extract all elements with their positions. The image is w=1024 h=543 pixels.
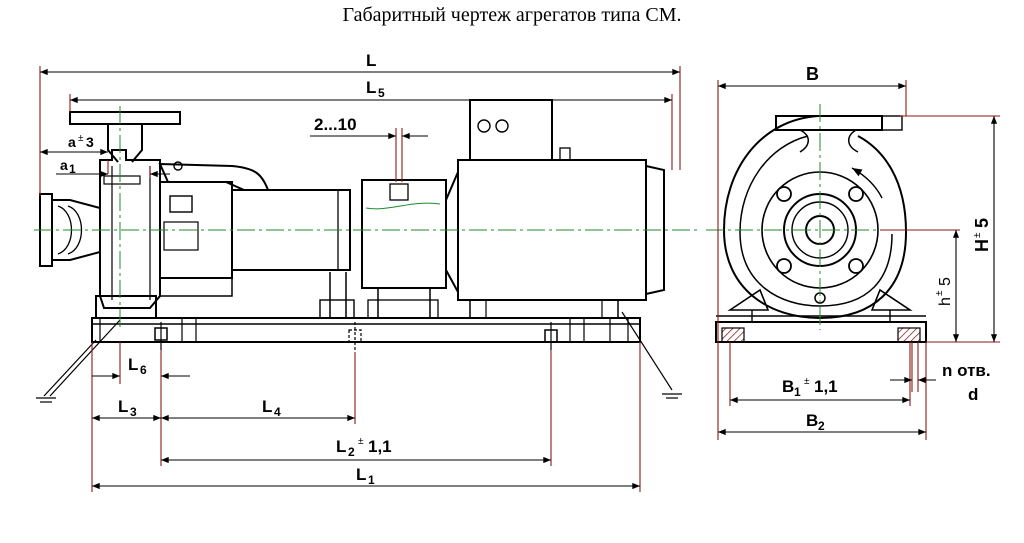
dim-L4: L xyxy=(262,397,272,416)
side-view-axes xyxy=(34,106,700,330)
drawing-title: Габаритный чертеж агрегатов типа СМ. xyxy=(342,4,682,26)
base-frame xyxy=(91,317,641,343)
dim-L4-sub: 4 xyxy=(274,405,281,419)
anchor-bolt-right xyxy=(544,322,558,350)
dim-H-pm: ± xyxy=(972,232,983,238)
dim-L6: L xyxy=(128,355,138,374)
dim-L3: L xyxy=(118,397,128,416)
dim-B1-sub: 1 xyxy=(794,385,801,399)
dimension-lines xyxy=(39,66,1000,492)
front-view-axes xyxy=(706,104,940,330)
electric-motor xyxy=(445,99,665,319)
dim-L: L xyxy=(366,51,376,70)
dim-B1-pm: ± xyxy=(804,376,810,387)
dim-L1: L xyxy=(356,465,366,484)
pump-discharge-nozzle xyxy=(69,111,181,163)
dim-B1: B xyxy=(782,377,794,396)
dim-a-val: 3 xyxy=(86,134,94,150)
anchor-bolt-left xyxy=(154,322,168,350)
dim-L3-sub: 3 xyxy=(130,405,137,419)
pump-volute-body xyxy=(95,149,161,319)
anchor-bolt-mid xyxy=(348,322,362,352)
dim-a1: a xyxy=(60,157,68,173)
ground-symbol-right xyxy=(621,311,682,399)
dimension-labels: L L 5 2...10 a ± 3 a 1 L 6 L 3 L 4 L 2 ±… xyxy=(60,51,992,487)
dim-n-holes: n отв. xyxy=(942,361,991,380)
dim-L2-pm: ± xyxy=(358,436,364,447)
dim-h-group: h ± 5 xyxy=(934,277,954,306)
dim-L5: L xyxy=(366,78,376,97)
dim-d: d xyxy=(968,385,978,404)
pump-shaft-housing xyxy=(231,189,355,319)
dim-B2: B xyxy=(806,411,818,430)
front-view xyxy=(715,115,927,343)
dim-L1-sub: 1 xyxy=(368,473,375,487)
dim-L5-sub: 5 xyxy=(378,86,385,100)
dim-H-group: H ± 5 xyxy=(972,218,992,252)
dim-H-val: 5 xyxy=(972,218,992,228)
dim-H: H xyxy=(972,239,992,252)
dim-gap: 2...10 xyxy=(314,115,357,134)
pump-bearing-bracket xyxy=(158,161,270,297)
dim-L2-sub: 2 xyxy=(348,445,355,459)
dim-h-val: 5 xyxy=(937,277,954,286)
dim-a: a xyxy=(68,134,76,150)
dim-L2-val: 1,1 xyxy=(368,437,392,456)
dim-L2: L xyxy=(336,437,346,456)
dim-a1-sub: 1 xyxy=(69,162,76,176)
dim-L6-sub: 6 xyxy=(140,363,147,377)
dim-a-pm: ± xyxy=(78,133,84,144)
ground-symbol-left xyxy=(36,319,121,403)
dim-B2-sub: 2 xyxy=(818,419,825,433)
dim-B1-val: 1,1 xyxy=(814,377,838,396)
dim-h: h xyxy=(937,297,954,306)
dim-B: B xyxy=(806,64,819,84)
coupling-guard xyxy=(361,179,447,319)
dim-h-pm: ± xyxy=(934,290,945,296)
